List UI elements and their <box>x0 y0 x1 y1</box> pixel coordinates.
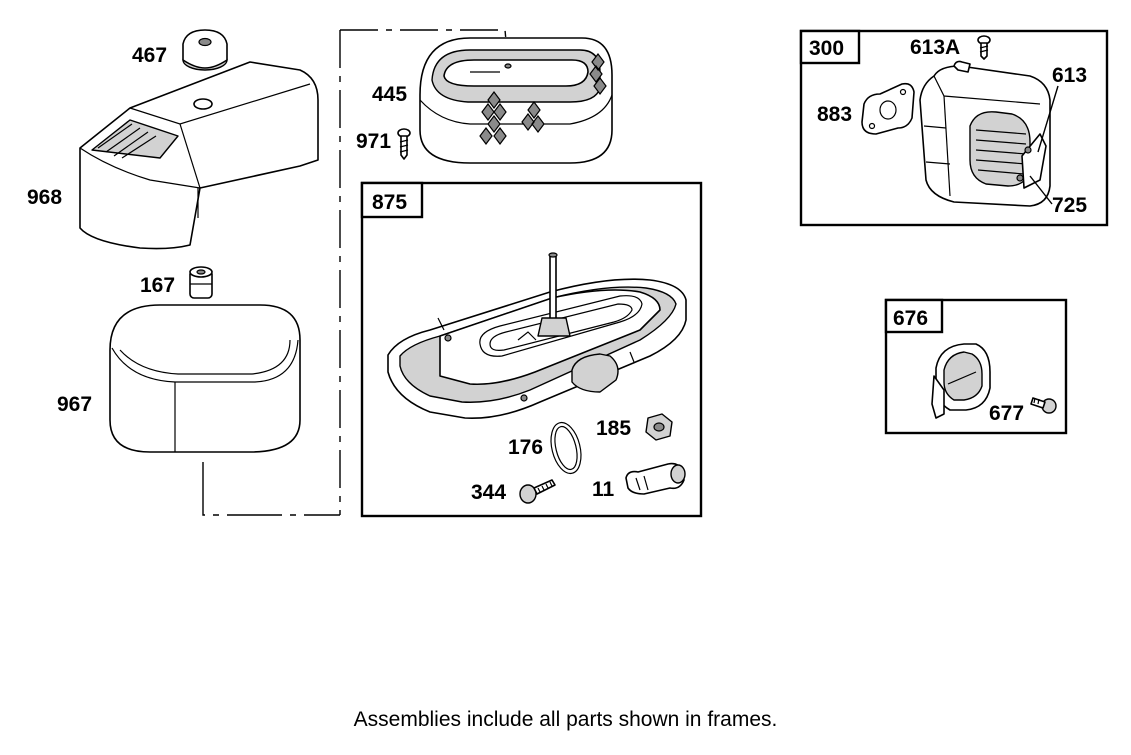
label-467: 467 <box>132 44 167 67</box>
part-875-base <box>387 252 687 419</box>
frame-676-tag <box>884 298 944 334</box>
label-883: 883 <box>817 103 852 126</box>
part-971-screw <box>397 128 411 160</box>
frame-875 <box>360 181 703 518</box>
frame-875-tag <box>360 181 424 219</box>
frame-676-label: 676 <box>893 307 928 330</box>
frame-300 <box>799 29 1109 227</box>
part-11-tube <box>625 462 686 495</box>
label-613: 613 <box>1052 64 1087 87</box>
part-176-oring <box>550 421 582 475</box>
label-971: 971 <box>356 130 391 153</box>
label-344: 344 <box>471 481 506 504</box>
label-185: 185 <box>596 417 631 440</box>
part-167-grommet <box>189 266 213 299</box>
part-613-muffler <box>919 60 1051 207</box>
part-185-nut <box>645 413 673 441</box>
label-968: 968 <box>27 186 62 209</box>
label-445: 445 <box>372 83 407 106</box>
label-725: 725 <box>1052 194 1087 217</box>
frame-300-label: 300 <box>809 37 844 60</box>
label-167: 167 <box>140 274 175 297</box>
part-676-guard <box>931 343 991 419</box>
part-467-knob <box>182 29 228 71</box>
part-344-screw <box>519 479 556 504</box>
frame-875-label: 875 <box>372 191 407 214</box>
part-968-cover <box>79 61 319 250</box>
part-445-air-filter <box>419 37 613 164</box>
label-613a: 613A <box>910 36 960 59</box>
part-883-gasket <box>861 82 915 135</box>
label-176: 176 <box>508 436 543 459</box>
label-677: 677 <box>989 402 1024 425</box>
footer-note: Assemblies include all parts shown in fr… <box>353 708 778 731</box>
part-967-precleaner <box>109 304 301 453</box>
label-967: 967 <box>57 393 92 416</box>
part-613a-screw <box>977 35 991 60</box>
frame-676 <box>884 298 1068 435</box>
frame-300-tag <box>799 29 861 65</box>
label-11: 11 <box>592 478 615 501</box>
part-677-screw <box>1030 397 1057 414</box>
